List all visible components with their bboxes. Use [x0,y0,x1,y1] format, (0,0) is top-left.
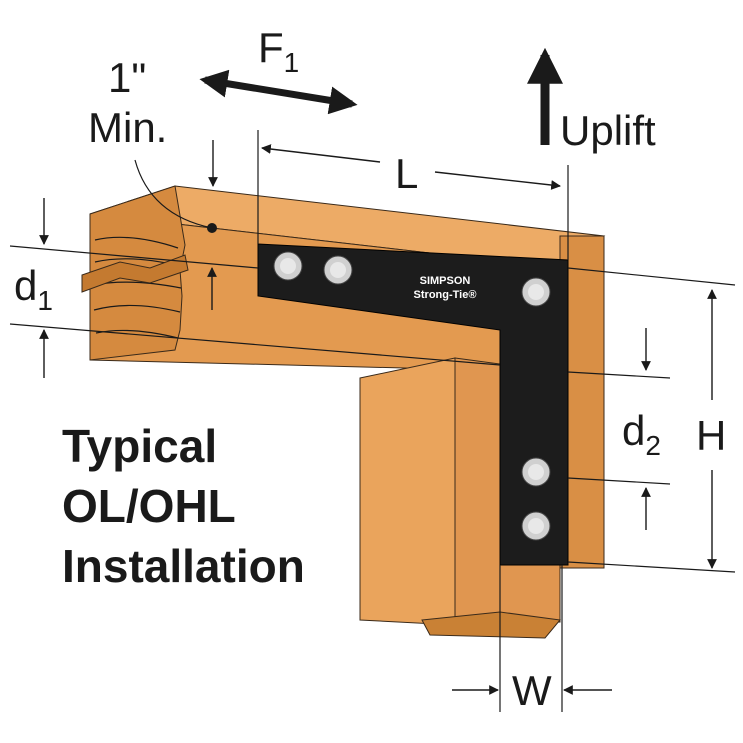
bolt-3 [521,277,551,307]
d1-extension-bottom [9,323,501,366]
min-label-line2: Min. [88,104,167,151]
min-label-line1: 1" [108,54,146,101]
f1-label: F1 [258,24,299,78]
min-dot [207,223,217,233]
bolt-2 [323,255,353,285]
d2-label: d2 [622,407,661,461]
d2-extension-top [567,371,671,379]
h-extension-top [567,267,736,286]
bolt-1 [273,251,303,281]
caption-line-2: OL/OHL [62,480,236,532]
uplift-label: Uplift [560,107,656,154]
h-extension-bottom [567,561,736,573]
brand-line-2: Strong-Tie® [414,289,477,301]
f1-force-arrow [199,69,358,115]
bolt-5 [521,511,551,541]
h-label: H [696,412,726,459]
l-arrow-right [434,171,561,190]
caption-line-1: Typical [62,420,217,472]
brand-line-1: SIMPSON [420,275,471,287]
d1-label: d1 [14,262,53,316]
min-leader-line [134,159,213,229]
l-arrow-left [261,144,381,163]
bolt-4 [521,457,551,487]
w-label: W [512,667,552,714]
d1-extension-top [9,245,259,269]
caption-line-3: Installation [62,540,305,592]
l-label: L [395,150,418,197]
d2-extension-bottom [567,477,671,485]
